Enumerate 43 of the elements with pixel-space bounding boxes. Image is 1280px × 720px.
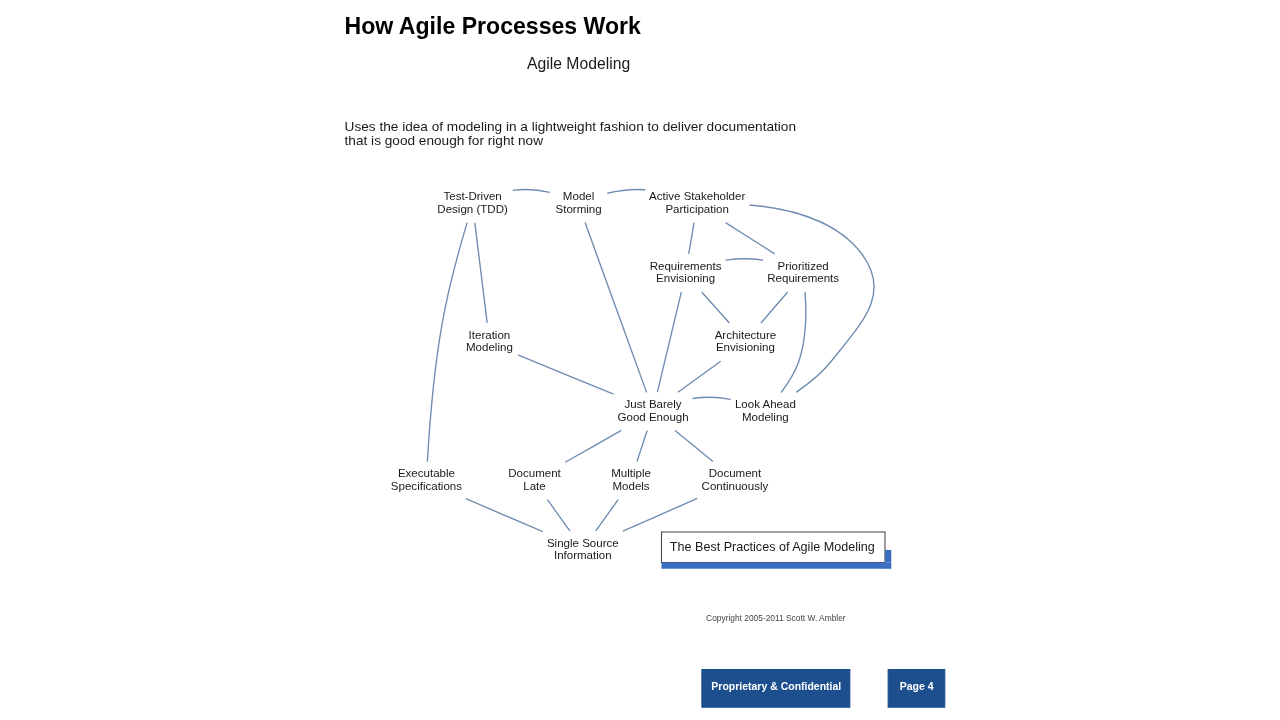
node-text: Prioritized Requirements bbox=[766, 259, 839, 285]
connector bbox=[779, 291, 806, 394]
connector bbox=[724, 258, 764, 261]
connector bbox=[748, 204, 875, 393]
connector bbox=[583, 221, 647, 394]
connector bbox=[511, 188, 550, 194]
connector bbox=[426, 221, 468, 463]
connector bbox=[724, 222, 775, 255]
connector bbox=[676, 360, 721, 393]
node-text: Executable Specifications bbox=[390, 467, 462, 492]
label: Agile Modeling bbox=[526, 54, 630, 72]
connector bbox=[635, 429, 648, 463]
connector bbox=[516, 354, 614, 395]
node-text: Iteration Modeling bbox=[465, 328, 513, 354]
node-text: Document Late bbox=[507, 467, 561, 492]
label: Copyright 2005-2011 Scott W. Ambler bbox=[705, 613, 846, 624]
node-text: Look Ahead Modeling bbox=[734, 398, 796, 423]
connector bbox=[606, 188, 646, 194]
node-text: Document Continuously bbox=[701, 467, 768, 492]
node-text: Requirements Envisioning bbox=[649, 259, 722, 285]
node-text: Just Barely Good Enough bbox=[617, 398, 689, 423]
node-text: Test-Driven Design (TDD) bbox=[436, 190, 508, 215]
node-text: Architecture Envisioning bbox=[714, 328, 776, 354]
label: Proprietary & Confidential bbox=[710, 681, 841, 693]
connector bbox=[464, 498, 543, 533]
node-text: Active Stakeholder Participation bbox=[648, 190, 745, 215]
connector bbox=[700, 291, 730, 324]
connector bbox=[621, 497, 698, 532]
label: Uses the idea of modeling in a lightweight fashion to deliver documentation that is good enough for right now bbox=[344, 118, 796, 149]
connector bbox=[759, 291, 788, 324]
diagram-title: How Agile Processes Work bbox=[344, 13, 641, 40]
connector bbox=[687, 222, 695, 255]
connector bbox=[656, 291, 682, 393]
node-text: Model Storming bbox=[555, 190, 602, 215]
connector bbox=[691, 396, 731, 400]
node-text: Multiple Models bbox=[610, 467, 651, 492]
connector bbox=[673, 429, 714, 463]
connector bbox=[473, 222, 488, 324]
label: Page 4 bbox=[899, 681, 933, 693]
connector bbox=[563, 429, 622, 463]
connector bbox=[594, 499, 619, 532]
connector bbox=[546, 499, 570, 532]
node-text: Single Source Information bbox=[546, 536, 619, 562]
